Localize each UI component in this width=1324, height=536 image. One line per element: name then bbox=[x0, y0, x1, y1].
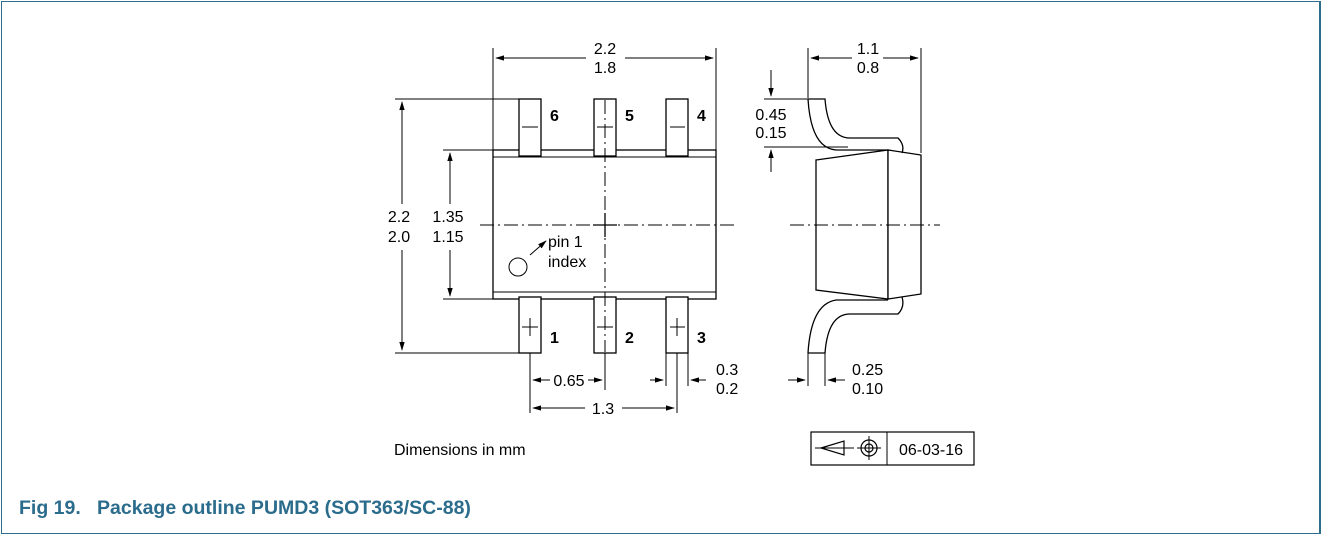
side-height-min-label: 0.8 bbox=[857, 60, 879, 77]
pitch-label: 0.65 bbox=[553, 373, 584, 390]
figure-caption: Fig 19. Package outline PUMD3 (SOT363/SC… bbox=[19, 497, 471, 520]
pin-number-3: 3 bbox=[697, 330, 706, 347]
lead-offset-min-label: 0.15 bbox=[755, 125, 786, 142]
pin-number-2: 2 bbox=[625, 330, 634, 347]
side-view-lead-bottom bbox=[808, 296, 904, 354]
body-length-min-label: 1.15 bbox=[432, 229, 463, 246]
projection-symbol-box bbox=[810, 431, 975, 466]
lead-thickness-max-label: 0.25 bbox=[852, 362, 883, 379]
pin-number-6: 6 bbox=[550, 108, 559, 125]
date-code: 06-03-16 bbox=[899, 442, 963, 459]
top-width-max-label: 2.2 bbox=[594, 41, 616, 58]
pin-number-4: 4 bbox=[697, 108, 706, 125]
pin-number-1: 1 bbox=[550, 330, 559, 347]
total-length-min-label: 2.0 bbox=[388, 229, 410, 246]
total-length-max-label: 2.2 bbox=[388, 209, 410, 226]
top-width-min-label: 1.8 bbox=[594, 60, 616, 77]
lead-width-min-label: 0.2 bbox=[716, 381, 738, 398]
lead-width-max-label: 0.3 bbox=[716, 362, 738, 379]
lead-thickness-min-label: 0.10 bbox=[852, 381, 883, 398]
pin1-index-label-2: index bbox=[548, 254, 586, 271]
body-length-max-label: 1.35 bbox=[432, 209, 463, 226]
pin1-index-label: pin 1 bbox=[548, 234, 583, 251]
figure-number: Fig 19. bbox=[19, 497, 81, 519]
side-view-lead-top bbox=[808, 98, 904, 154]
side-height-max-label: 1.1 bbox=[857, 41, 879, 58]
pin-1-index-mark bbox=[508, 257, 528, 277]
figure-title: Package outline PUMD3 (SOT363/SC-88) bbox=[97, 497, 471, 519]
units-note: Dimensions in mm bbox=[394, 442, 526, 459]
lead-offset-max-label: 0.45 bbox=[755, 107, 786, 124]
pitch-double-label: 1.3 bbox=[592, 401, 614, 418]
pin-number-5: 5 bbox=[625, 108, 634, 125]
